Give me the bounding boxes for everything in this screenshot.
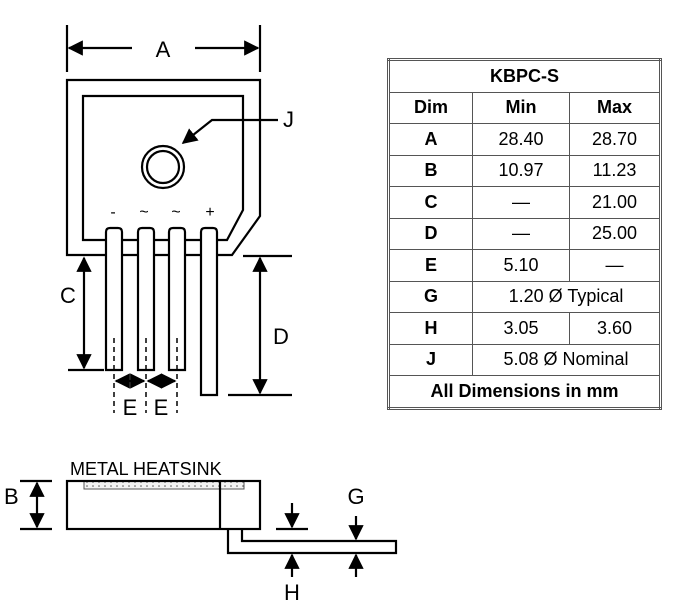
row-max: 28.70 <box>569 123 661 156</box>
table-row: H 3.05 3.60 <box>388 312 661 345</box>
mounting-hole-outer <box>140 144 186 190</box>
table-row: A 28.40 28.70 <box>388 123 661 156</box>
lead-2 <box>136 226 156 372</box>
table-title: KBPC-S <box>388 59 661 93</box>
row-min: — <box>472 217 570 250</box>
row-merged-value: 5.08 Ø Nominal <box>472 343 661 376</box>
label-d: D <box>273 324 289 349</box>
lead-1 <box>104 226 124 372</box>
table-row: D — 25.00 <box>388 217 661 250</box>
row-max: 25.00 <box>569 217 661 250</box>
row-dim: J <box>388 343 473 376</box>
side-view <box>20 479 398 577</box>
table-row: C — 21.00 <box>388 186 661 219</box>
table-row: E 5.10 — <box>388 249 661 282</box>
label-b: B <box>4 484 19 509</box>
row-max: 3.60 <box>569 312 661 345</box>
body-outline <box>65 78 262 257</box>
column-header-max: Max <box>569 91 661 124</box>
label-c: C <box>60 283 76 308</box>
side-lead <box>226 529 398 555</box>
row-merged-value: 1.20 Ø Typical <box>472 280 661 313</box>
table-title-row: KBPC-S <box>388 59 661 93</box>
pin-label-negative: - <box>110 204 115 221</box>
pin-label-positive: + <box>205 204 214 221</box>
label-g: G <box>347 484 364 509</box>
body-inner-outline <box>81 94 245 242</box>
leader-j <box>181 118 278 144</box>
column-header-min: Min <box>472 91 570 124</box>
top-view <box>65 25 292 413</box>
row-dim: G <box>388 280 473 313</box>
table-footer: All Dimensions in mm <box>388 375 661 409</box>
dimensions-table: KBPC-S Dim Min Max A 28.40 28.70 B 10.97… <box>387 58 662 410</box>
row-dim: E <box>388 249 473 282</box>
mounting-hole-inner <box>145 149 181 185</box>
top-view-labels: A J C D E E - ~ ~ + <box>60 37 294 420</box>
row-dim: C <box>388 186 473 219</box>
row-min: — <box>472 186 570 219</box>
row-min: 28.40 <box>472 123 570 156</box>
row-max: 21.00 <box>569 186 661 219</box>
label-e-2: E <box>154 395 169 420</box>
lead-3 <box>167 226 187 372</box>
row-dim: A <box>388 123 473 156</box>
row-min: 10.97 <box>472 154 570 187</box>
label-a: A <box>156 37 171 62</box>
pin-label-ac-2: ~ <box>171 204 180 221</box>
row-dim: D <box>388 217 473 250</box>
label-h: H <box>284 580 300 605</box>
table-footer-row: All Dimensions in mm <box>388 375 661 409</box>
heatsink-label: METAL HEATSINK <box>70 459 222 479</box>
side-body <box>65 479 262 531</box>
table-row: G 1.20 Ø Typical <box>388 280 661 313</box>
row-min: 3.05 <box>472 312 570 345</box>
column-header-dim: Dim <box>388 91 473 124</box>
table-row: B 10.97 11.23 <box>388 154 661 187</box>
table-header-row: Dim Min Max <box>388 91 661 124</box>
row-dim: B <box>388 154 473 187</box>
row-max: 11.23 <box>569 154 661 187</box>
row-max: — <box>569 249 661 282</box>
table-row: J 5.08 Ø Nominal <box>388 343 661 376</box>
lead-4 <box>199 226 219 397</box>
pin-label-ac-1: ~ <box>139 204 148 221</box>
row-dim: H <box>388 312 473 345</box>
label-j: J <box>283 107 294 132</box>
side-view-labels: METAL HEATSINK B G H <box>4 459 365 605</box>
label-e-1: E <box>123 395 138 420</box>
row-min: 5.10 <box>472 249 570 282</box>
